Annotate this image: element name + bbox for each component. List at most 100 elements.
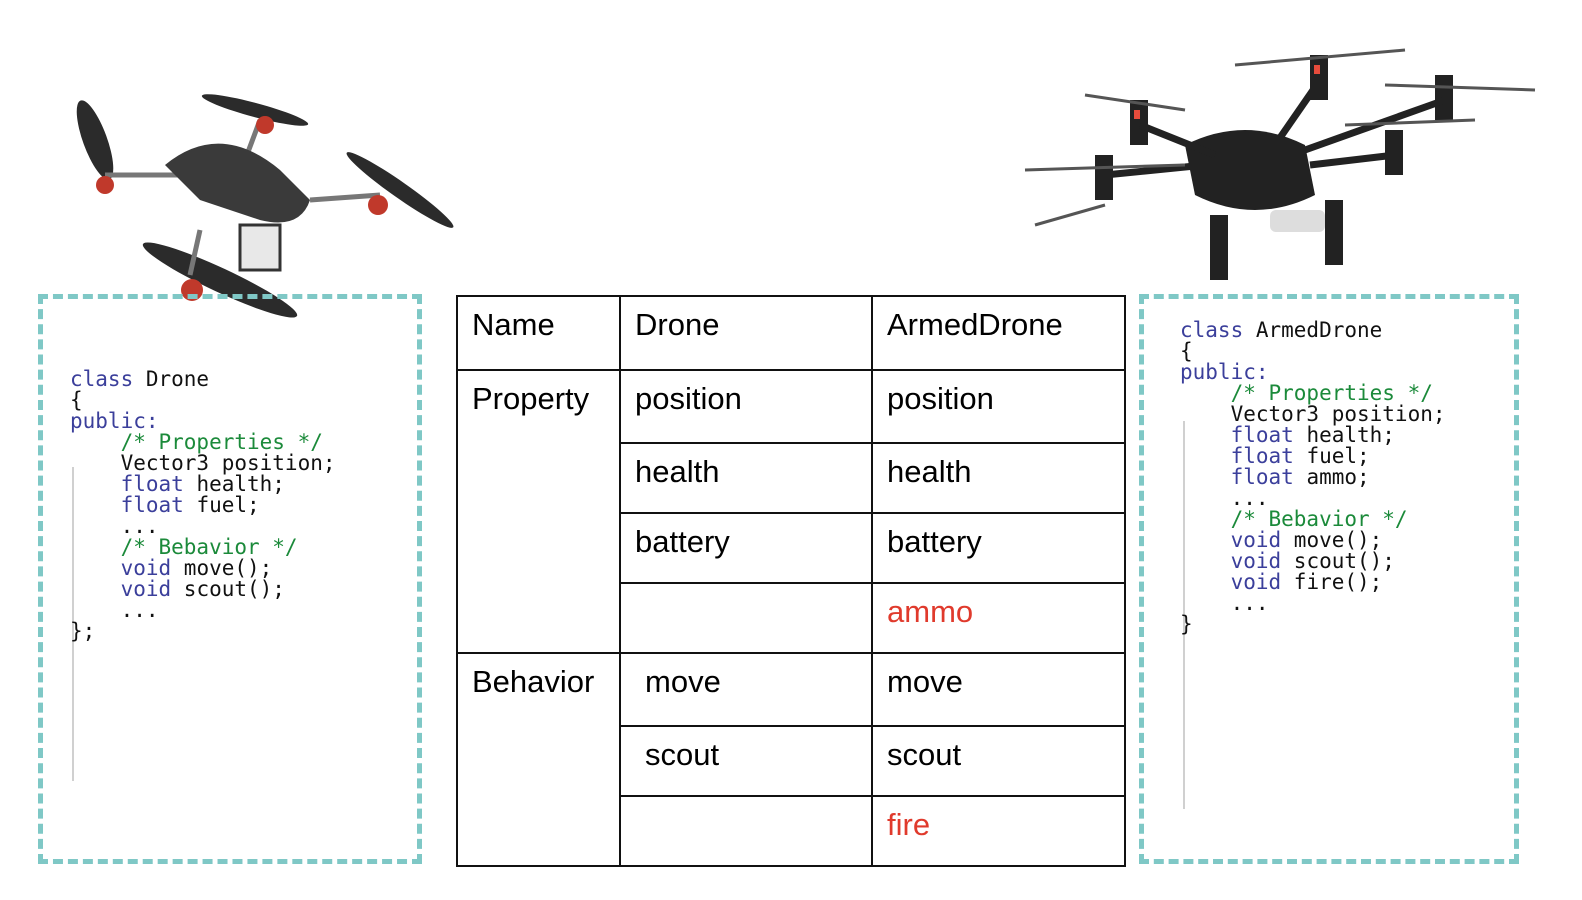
code-comment: /* Bebavior */ [70,535,298,559]
armed-drone-class-code-panel [1139,294,1519,864]
code-text: fire(); [1281,570,1383,594]
code-text: } [1180,612,1193,636]
armed-property-cell: position [871,369,1126,444]
table-header-row: Name Drone ArmedDrone [456,295,1126,371]
code-line: void scout(); [70,572,336,601]
code-text: ArmedDrone [1243,318,1383,342]
code-keyword: class [1180,318,1244,342]
table-row: health health [457,442,1126,514]
table-row: fire [457,795,1126,867]
code-line: Vector3 position; [1180,397,1446,426]
code-keyword: float [1180,423,1294,447]
code-line: public: [1180,355,1446,384]
code-text: ... [1180,591,1269,615]
armed-property-cell: health [871,442,1126,514]
table-row: ammo [457,582,1126,654]
code-line: /* Properties */ [70,425,336,454]
armed-new-behavior-cell: fire [871,795,1126,867]
code-keyword: float [70,493,184,517]
code-line: float fuel; [1180,439,1446,468]
code-keyword: void [1180,549,1282,573]
indent-guide [1183,421,1185,809]
armed-behavior-cell: move [871,652,1126,727]
code-text: Vector3 position; [70,451,336,475]
code-keyword: float [1180,444,1294,468]
code-text: ... [70,598,159,622]
code-keyword: void [70,577,172,601]
table-row: scout scout [457,725,1126,797]
code-line: public: [70,404,336,433]
code-text: move(); [1281,528,1383,552]
code-line: /* Properties */ [1180,376,1446,405]
code-text: ... [1180,486,1269,510]
code-text: }; [70,619,96,643]
code-line: ... [1180,586,1446,615]
code-keyword: public: [70,409,159,433]
code-text: Drone [133,367,210,391]
code-line: class ArmedDrone [1180,313,1446,342]
drone-property-cell [619,582,873,654]
drone-property-cell: health [619,442,873,514]
code-keyword: float [70,472,184,496]
code-line: float health; [1180,418,1446,447]
code-text: { [1180,339,1193,363]
code-line: float ammo; [1180,460,1446,489]
armed-property-cell: battery [871,512,1126,584]
indent-guide [72,467,74,781]
code-line: }; [70,614,336,643]
code-text: move(); [171,556,273,580]
table-row: Behavior move move [456,652,1126,867]
code-text: scout(); [1281,549,1395,573]
code-line: { [70,383,336,412]
code-keyword: void [1180,570,1282,594]
code-line: /* Bebavior */ [1180,502,1446,531]
code-line: void fire(); [1180,565,1446,594]
drone-class-code-panel [38,294,422,864]
header-drone: Drone [619,295,873,371]
header-name: Name [456,295,621,371]
armed-behavior-cell: scout [871,725,1126,797]
code-keyword: public: [1180,360,1269,384]
property-label: Property [456,369,621,654]
table-row: Property position position [456,369,1126,654]
drone-behavior-cell: move [619,652,873,727]
code-text: ... [70,514,159,538]
code-line: { [1180,334,1446,363]
code-line: void scout(); [1180,544,1446,573]
code-line: void move(); [70,551,336,580]
code-text: health; [1293,423,1395,447]
behavior-label: Behavior [456,652,621,867]
code-line: /* Bebavior */ [70,530,336,559]
code-line: class Drone [70,362,336,391]
code-comment: /* Bebavior */ [1180,507,1408,531]
code-comment: /* Properties */ [1180,381,1433,405]
code-text: ammo; [1293,465,1370,489]
code-line: void move(); [1180,523,1446,552]
table-row: battery battery [457,512,1126,584]
drone-behavior-cell: scout [619,725,873,797]
drone-class-code: class Drone{public: /* Properties */ Vec… [70,362,336,643]
code-line: float fuel; [70,488,336,517]
code-keyword: void [70,556,172,580]
armed-hexacopter-drone-image [1024,48,1536,280]
code-line: ... [1180,481,1446,510]
armed-drone-class-code: class ArmedDrone{public: /* Properties *… [1180,313,1446,636]
code-line: float health; [70,467,336,496]
code-comment: /* Properties */ [70,430,323,454]
drone-property-cell: position [619,369,873,444]
code-line: } [1180,607,1446,636]
header-armed-drone: ArmedDrone [871,295,1126,371]
code-text: fuel; [1293,444,1370,468]
code-line: ... [70,509,336,538]
code-keyword: class [70,367,134,391]
code-line: Vector3 position; [70,446,336,475]
quadcopter-drone-image [76,94,454,318]
code-text: { [70,388,83,412]
drone-behavior-cell [619,795,873,867]
code-text: scout(); [171,577,285,601]
armed-new-property-cell: ammo [871,582,1126,654]
drone-property-cell: battery [619,512,873,584]
code-text: fuel; [183,493,260,517]
code-line: ... [70,593,336,622]
code-keyword: float [1180,465,1294,489]
